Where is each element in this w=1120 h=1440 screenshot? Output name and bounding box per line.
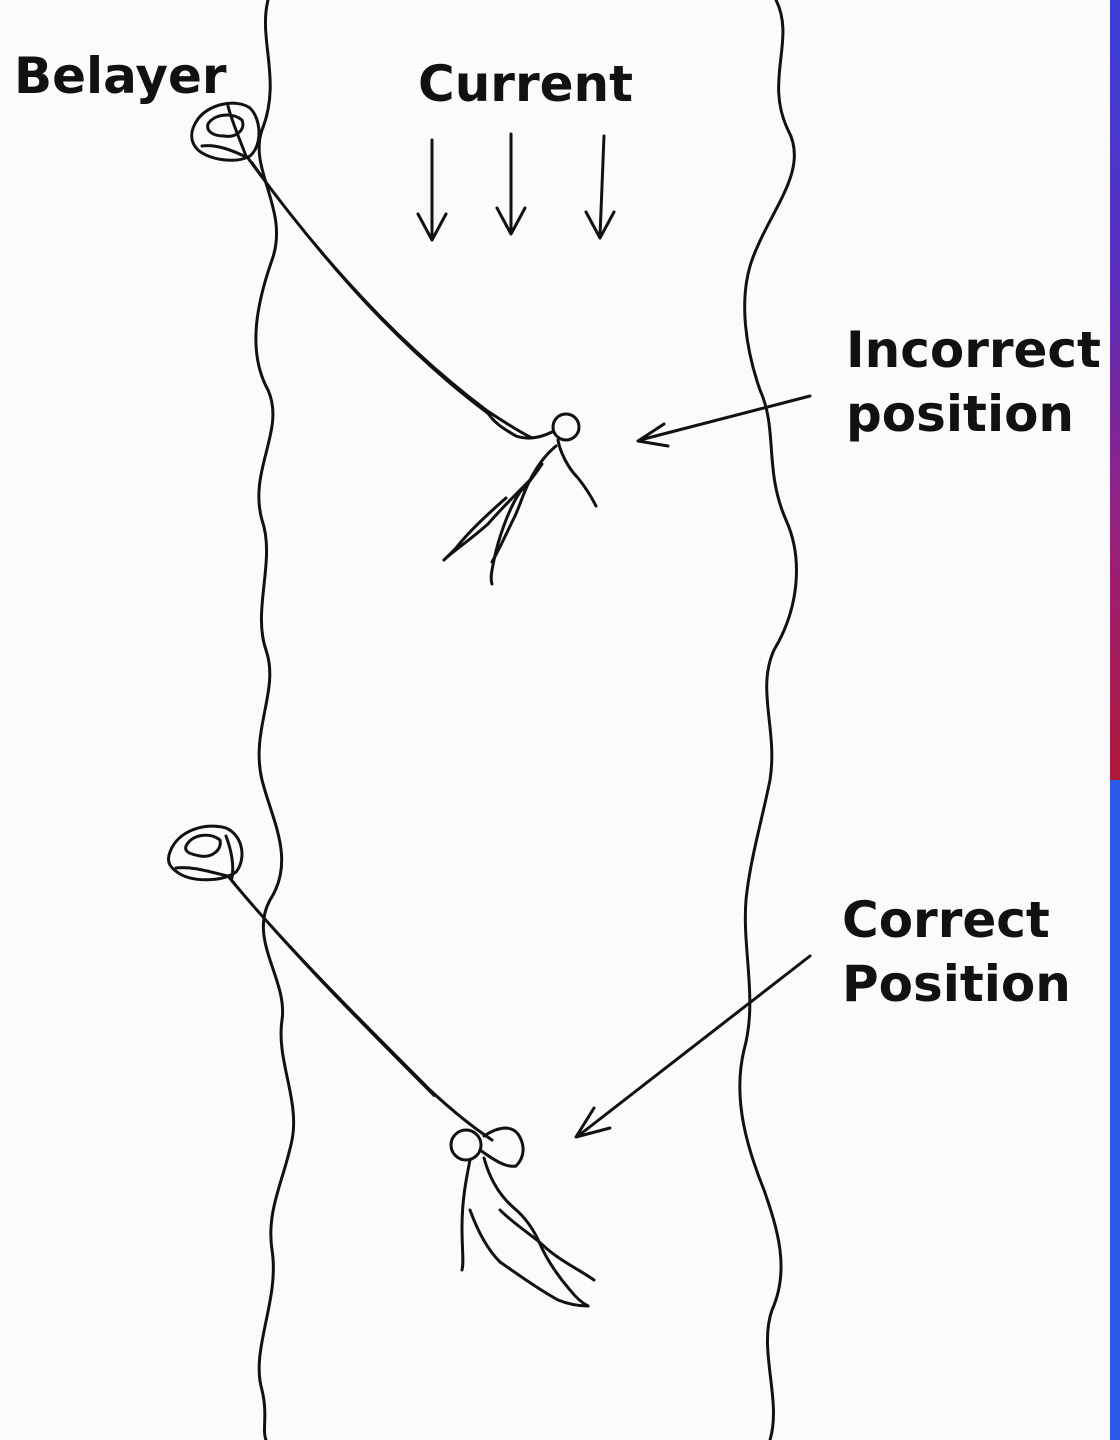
bottom-belayer-figure <box>166 824 244 882</box>
current-arrows <box>416 132 616 242</box>
belayer-label-text: Belayer <box>14 47 227 105</box>
top-belayer-figure <box>190 101 261 162</box>
slide-edge-strip <box>1110 0 1120 1440</box>
incorrect-position-label: Incorrect position <box>846 318 1101 446</box>
correct-pointer-arrow <box>576 954 812 1138</box>
edge-strip-upper <box>1110 0 1120 780</box>
correct-position-label: Correct Position <box>842 888 1071 1016</box>
current-label-text: Current <box>418 55 634 113</box>
current-arrow-1-head <box>416 212 448 242</box>
current-label: Current <box>418 52 633 116</box>
correct-rope <box>226 874 494 1142</box>
incorrect-rope <box>246 156 534 440</box>
incorrect-pointer-arrow <box>638 394 812 442</box>
current-arrow-3-head <box>584 210 616 240</box>
incorrect-label-line-1: Incorrect <box>846 321 1101 379</box>
correct-swimmer-figure <box>449 1126 596 1308</box>
correct-pointer-head <box>574 1106 612 1139</box>
right-riverbank <box>738 0 798 1440</box>
correct-rope-2 <box>231 879 435 1097</box>
incorrect-swimmer-figure <box>442 408 598 586</box>
correct-label-line-2: Position <box>842 955 1071 1013</box>
belayer-label: Belayer <box>14 44 227 108</box>
incorrect-label-line-2: position <box>846 385 1075 443</box>
correct-label-line-1: Correct <box>842 891 1050 949</box>
current-arrow-3 <box>598 134 606 238</box>
incorrect-rope-2 <box>251 161 489 415</box>
current-arrow-2-head <box>495 206 527 236</box>
edge-strip-lower <box>1110 780 1120 1440</box>
incorrect-pointer-head <box>636 422 670 448</box>
left-riverbank <box>254 0 296 1440</box>
